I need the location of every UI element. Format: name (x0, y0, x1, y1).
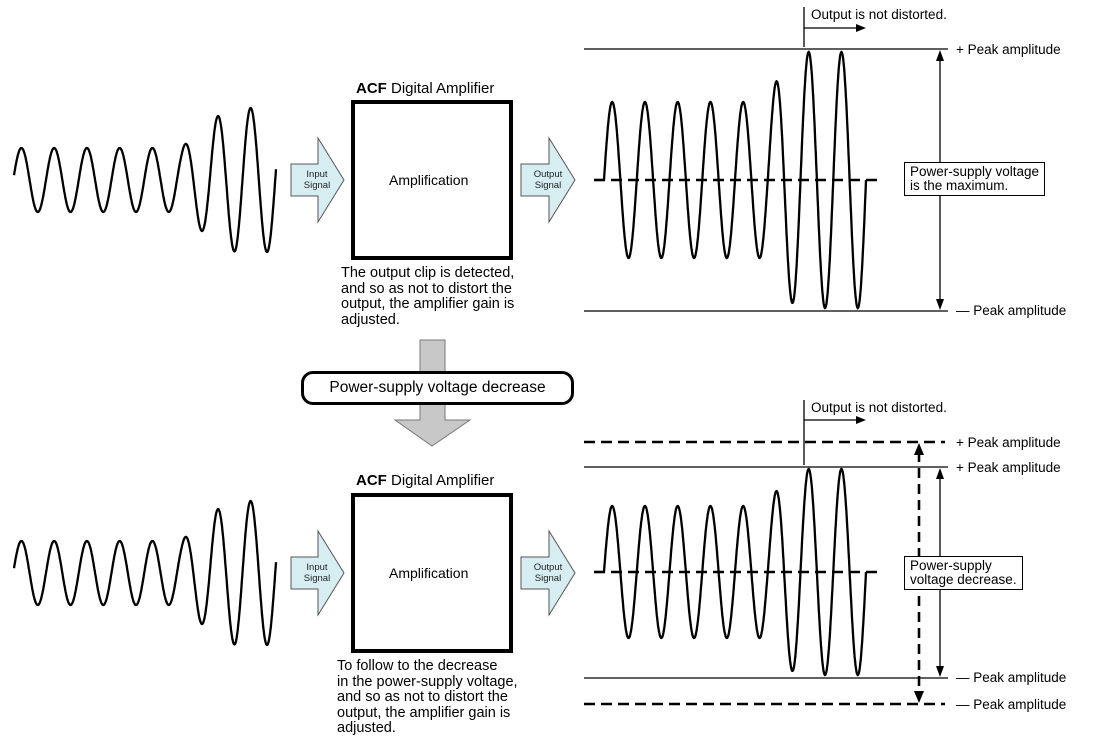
bottom-voltage-box: Power-supply voltage decrease. (904, 556, 1023, 590)
top-caption: The output clip is detected, and so as n… (341, 265, 515, 328)
top-plus-peak-label: + Peak amplitude (956, 42, 1061, 57)
top-note-arrowhead (856, 24, 866, 32)
top-voltage-arrowhead-up (936, 50, 944, 61)
bottom-output-signal-arrow (520, 529, 576, 617)
top-output-waveform (594, 50, 868, 310)
bottom-old-arrowhead-down (914, 691, 924, 703)
bottom-input-signal-arrow (290, 529, 345, 617)
bottom-amplification-label: Amplification (389, 565, 469, 581)
bottom-new-arrowhead-up (936, 468, 944, 479)
bottom-old-arrowhead-up (914, 443, 924, 455)
bottom-caption: To follow to the decrease in the power-s… (337, 658, 518, 736)
top-voltage-box: Power-supply voltage is the maximum. (904, 162, 1046, 196)
bottom-amplifier-block (351, 493, 513, 653)
top-minus-peak-label: — Peak amplitude (956, 303, 1067, 318)
bottom-minus-peak-new-label: — Peak amplitude (956, 670, 1067, 685)
bottom-new-arrowhead-down (936, 666, 944, 677)
top-amplifier-title: ACF Digital Amplifier (356, 80, 495, 97)
bottom-note-arrowhead (856, 416, 866, 424)
top-input-signal-arrow (290, 136, 345, 224)
bottom-output-waveform (594, 467, 868, 677)
top-voltage-arrowhead-down (936, 299, 944, 310)
top-amplifier-block (351, 100, 513, 260)
top-input-waveform (12, 106, 278, 254)
bottom-plus-peak-old-label: + Peak amplitude (956, 435, 1061, 450)
bottom-not-distorted-note: Output is not distorted. (811, 400, 947, 415)
bottom-plus-peak-new-label: + Peak amplitude (956, 460, 1061, 475)
bottom-amplifier-title: ACF Digital Amplifier (356, 472, 495, 489)
bottom-minus-peak-old-label: — Peak amplitude (956, 697, 1067, 712)
top-output-signal-arrow (520, 136, 576, 224)
top-amplification-label: Amplification (389, 172, 469, 188)
bottom-input-waveform (12, 499, 278, 647)
top-not-distorted-note: Output is not distorted. (811, 7, 947, 22)
transition-label: Power-supply voltage decrease (301, 371, 574, 405)
